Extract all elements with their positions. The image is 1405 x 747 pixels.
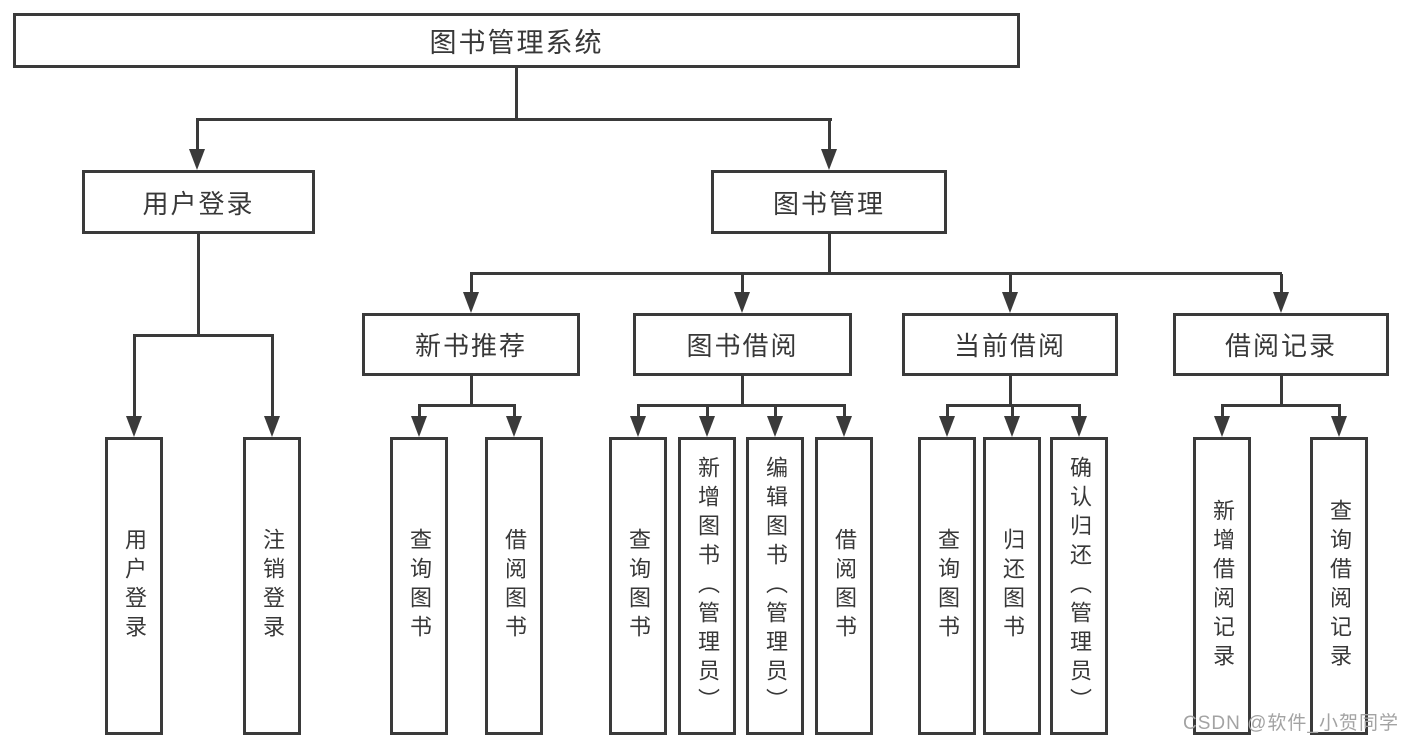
leaf-add-borrow-record-label: 新增借阅记录: [1210, 499, 1235, 673]
connector-drop: [637, 406, 640, 418]
node-new-book-recommend-label: 新书推荐: [414, 331, 527, 361]
node-root: 图书管理系统: [13, 13, 1020, 68]
arrowhead: [411, 416, 427, 437]
leaf-query-book-current-label: 查询图书: [935, 528, 960, 644]
connector-user-login-stem: [197, 234, 200, 336]
leaf-confirm-return-admin-label: 确认归还（管理员）: [1067, 455, 1092, 717]
leaf-borrow-book-recommend-label: 借阅图书: [502, 528, 527, 644]
arrowhead: [126, 416, 142, 437]
arrowhead: [836, 416, 852, 437]
node-borrow-records-label: 借阅记录: [1224, 331, 1337, 361]
arrowhead: [939, 416, 955, 437]
leaf-edit-book-admin: 编辑图书（管理员）: [746, 437, 804, 735]
arrowhead: [1002, 292, 1018, 313]
node-current-borrow: 当前借阅: [902, 313, 1118, 376]
node-borrow-records: 借阅记录: [1173, 313, 1389, 376]
leaf-return-book: 归还图书: [983, 437, 1041, 735]
connector-drop-leaf-logout: [271, 336, 274, 416]
watermark-text: CSDN @软件_小贺同学: [1183, 713, 1399, 734]
connector-drop: [706, 406, 709, 418]
node-new-book-recommend: 新书推荐: [362, 313, 580, 376]
node-book-management: 图书管理: [711, 170, 947, 234]
leaf-borrow-book: 借阅图书: [815, 437, 873, 735]
arrowhead: [506, 416, 522, 437]
leaf-query-book-recommend-label: 查询图书: [407, 528, 432, 644]
connector-drop-leaf-login: [133, 336, 136, 416]
node-book-management-label: 图书管理: [772, 188, 885, 219]
connector-borrow-records-rail: [1221, 404, 1341, 407]
connector-new-book-stem: [470, 376, 473, 406]
leaf-add-borrow-record: 新增借阅记录: [1193, 437, 1251, 735]
leaf-edit-book-admin-label: 编辑图书（管理员）: [763, 455, 788, 717]
connector-current-borrow-rail: [946, 404, 1081, 407]
arrowhead: [630, 416, 646, 437]
connector-user-login-rail: [133, 334, 274, 337]
arrowhead: [699, 416, 715, 437]
leaf-borrow-book-recommend: 借阅图书: [485, 437, 543, 735]
node-root-label: 图书管理系统: [429, 28, 604, 58]
arrowhead: [189, 149, 205, 170]
connector-drop: [843, 406, 846, 418]
leaf-user-login: 用户登录: [105, 437, 163, 735]
connector-book-management-rail: [470, 272, 1282, 275]
arrowhead: [767, 416, 783, 437]
connector-new-book-rail: [418, 404, 516, 407]
connector-book-borrow-rail: [637, 404, 846, 407]
node-book-borrow: 图书借阅: [633, 313, 852, 376]
connector-drop: [1221, 406, 1224, 418]
connector-drop: [774, 406, 777, 418]
leaf-confirm-return-admin: 确认归还（管理员）: [1050, 437, 1108, 735]
leaf-add-book-admin: 新增图书（管理员）: [678, 437, 736, 735]
leaf-query-book-current: 查询图书: [918, 437, 976, 735]
connector-root-rail: [196, 118, 832, 121]
leaf-query-borrow-record: 查询借阅记录: [1310, 437, 1368, 735]
leaf-query-borrow-record-label: 查询借阅记录: [1327, 499, 1352, 673]
leaf-query-book-recommend: 查询图书: [390, 437, 448, 735]
arrowhead: [264, 416, 280, 437]
connector-drop-book-borrow: [741, 274, 744, 294]
arrowhead: [821, 149, 837, 170]
node-user-login: 用户登录: [82, 170, 315, 234]
connector-drop-current-borrow: [1009, 274, 1012, 294]
node-book-borrow-label: 图书借阅: [686, 331, 799, 361]
arrowhead: [734, 292, 750, 313]
connector-drop: [1338, 406, 1341, 418]
arrowhead: [1214, 416, 1230, 437]
connector-book-management-stem: [828, 234, 831, 274]
connector-drop: [418, 406, 421, 418]
arrowhead: [463, 292, 479, 313]
connector-current-borrow-stem: [1009, 376, 1012, 406]
leaf-query-book-borrow-label: 查询图书: [626, 528, 651, 644]
connector-drop-new-book: [470, 274, 473, 294]
node-current-borrow-label: 当前借阅: [953, 331, 1066, 361]
arrowhead: [1004, 416, 1020, 437]
leaf-borrow-book-label: 借阅图书: [832, 528, 857, 644]
arrowhead: [1331, 416, 1347, 437]
leaf-add-book-admin-label: 新增图书（管理员）: [695, 455, 720, 717]
connector-root-stem: [515, 68, 518, 120]
connector-drop: [513, 406, 516, 418]
connector-drop-borrow-records: [1280, 274, 1283, 294]
connector-drop-book-management: [828, 120, 831, 150]
leaf-user-login-label: 用户登录: [122, 528, 147, 644]
leaf-query-book-borrow: 查询图书: [609, 437, 667, 735]
leaf-return-book-label: 归还图书: [1000, 528, 1025, 644]
connector-book-borrow-stem: [741, 376, 744, 406]
connector-drop: [1078, 406, 1081, 418]
connector-drop-user-login: [196, 120, 199, 150]
node-user-login-label: 用户登录: [142, 188, 255, 219]
connector-drop: [946, 406, 949, 418]
connector-drop: [1011, 406, 1014, 418]
arrowhead: [1071, 416, 1087, 437]
leaf-logout: 注销登录: [243, 437, 301, 735]
connector-borrow-records-stem: [1280, 376, 1283, 406]
arrowhead: [1273, 292, 1289, 313]
leaf-logout-label: 注销登录: [260, 528, 285, 644]
